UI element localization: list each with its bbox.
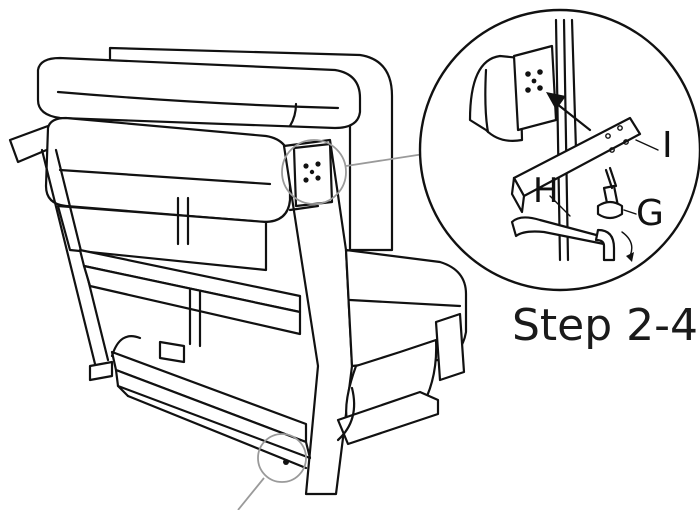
zoom-detail bbox=[418, 8, 700, 292]
seat-back-cushion bbox=[44, 116, 292, 272]
bracket-plate-on-chair bbox=[292, 142, 334, 208]
chair-back-headrest bbox=[36, 46, 394, 252]
part-label-i: I bbox=[662, 125, 673, 166]
chair-seat bbox=[336, 248, 468, 446]
step-title: Step 2-4 bbox=[512, 300, 699, 351]
part-label-h: H bbox=[533, 171, 559, 211]
callout-leader-line bbox=[345, 153, 425, 167]
detail-callout-circle-top bbox=[281, 139, 347, 205]
part-label-g: G bbox=[636, 193, 664, 234]
detail-callout-circle-bottom bbox=[257, 433, 307, 483]
chair-frame bbox=[40, 138, 354, 496]
